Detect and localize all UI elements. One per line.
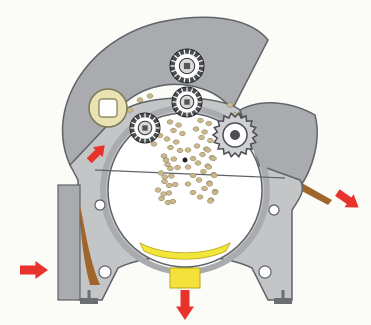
- roller-tooth: [184, 50, 185, 54]
- particle: [194, 144, 200, 149]
- particle: [207, 138, 213, 143]
- particle: [159, 196, 165, 201]
- particle: [166, 183, 172, 188]
- roller-tooth: [189, 78, 190, 82]
- frame-bolt-hole: [259, 266, 271, 278]
- brush-hub: [99, 99, 117, 117]
- brush-roll-icon: [89, 89, 127, 127]
- particle: [179, 131, 185, 136]
- particle: [207, 182, 213, 187]
- particle: [151, 142, 157, 147]
- left-support-post: [58, 185, 80, 300]
- particle: [172, 182, 178, 187]
- particle: [212, 190, 218, 195]
- particle: [147, 94, 153, 99]
- particle: [175, 165, 181, 170]
- particle: [173, 140, 179, 145]
- particle: [202, 130, 208, 135]
- particle: [167, 120, 173, 125]
- particle: [162, 175, 168, 180]
- particle: [171, 157, 177, 162]
- particle: [168, 145, 174, 150]
- particle: [193, 127, 199, 132]
- particle: [171, 128, 177, 133]
- particle: [185, 182, 191, 187]
- cylinder-axle: [183, 158, 188, 163]
- particle: [199, 135, 205, 140]
- particle: [211, 173, 217, 178]
- particle: [190, 190, 196, 195]
- top-roller: [170, 49, 204, 83]
- particle: [127, 108, 133, 113]
- particle: [207, 199, 213, 204]
- machine-foot: [274, 298, 292, 304]
- bottom-outlet-box: [170, 268, 200, 288]
- particle: [162, 179, 168, 184]
- particle: [158, 171, 164, 176]
- roller-icon: [130, 113, 160, 143]
- particle: [201, 169, 207, 174]
- particle: [163, 158, 169, 163]
- roller-shaft: [184, 63, 190, 69]
- particle: [195, 161, 201, 166]
- particle: [165, 200, 171, 205]
- particle: [176, 123, 182, 128]
- particle: [205, 148, 211, 153]
- particle: [185, 165, 191, 170]
- particle: [197, 195, 203, 200]
- particle: [227, 103, 233, 108]
- particle: [161, 192, 167, 197]
- particle: [168, 174, 174, 179]
- particle: [137, 98, 143, 103]
- particle: [155, 188, 161, 193]
- roller-tooth: [189, 50, 190, 54]
- frame-bolt-hole: [95, 200, 105, 210]
- roller-tooth: [184, 78, 185, 82]
- particle: [167, 166, 173, 171]
- particle: [190, 173, 196, 178]
- particle: [202, 186, 208, 191]
- frame-bolt-hole: [269, 205, 279, 215]
- roller-icon: [172, 87, 202, 117]
- particle: [190, 156, 196, 161]
- particle: [177, 148, 183, 153]
- machine-foot: [80, 298, 98, 304]
- frame-bolt-hole: [99, 266, 111, 278]
- particle: [196, 178, 202, 183]
- particle: [200, 152, 206, 157]
- particle: [210, 156, 216, 161]
- roller-shaft: [142, 125, 147, 130]
- gear-hub: [230, 130, 240, 140]
- particle: [206, 165, 212, 170]
- particle: [166, 191, 172, 196]
- particle: [206, 121, 212, 126]
- particle: [185, 148, 191, 153]
- particle: [164, 137, 170, 142]
- roller-shaft: [184, 99, 189, 104]
- particle: [198, 118, 204, 123]
